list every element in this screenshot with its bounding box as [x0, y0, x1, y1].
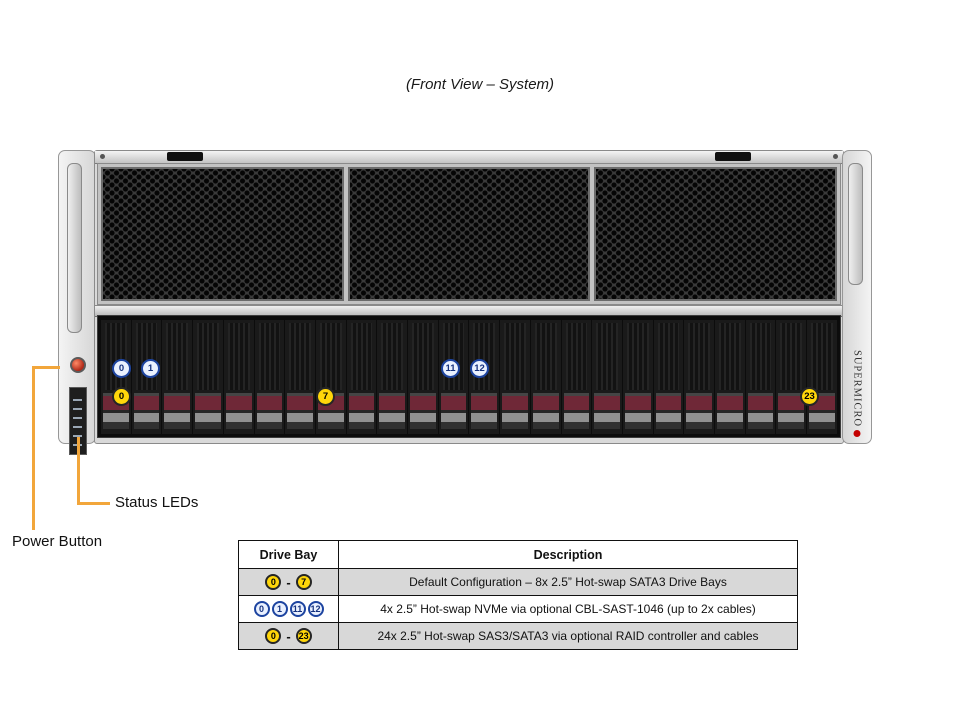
- drive-bay: [530, 320, 561, 434]
- status-led-icons: [73, 392, 82, 448]
- chassis-body: [94, 150, 844, 444]
- drive-bay: [223, 320, 254, 434]
- table-badge-23: 23: [295, 628, 312, 644]
- sata-bay-badge-7: 7: [316, 387, 335, 406]
- left-rack-ear: [58, 150, 96, 455]
- callout-line-status-horizontal: [77, 502, 110, 505]
- right-handle: [848, 163, 863, 285]
- drive-bay-section: [97, 315, 841, 438]
- left-handle: [67, 163, 82, 333]
- table-badge-nvme-1: 1: [271, 601, 288, 617]
- power-button: [70, 357, 86, 373]
- drive-bay: [469, 320, 500, 434]
- screw-icon: [100, 154, 105, 159]
- table-header-row: Drive Bay Description: [239, 541, 797, 568]
- drive-bay: [193, 320, 223, 434]
- latch-right: [715, 152, 751, 161]
- drive-bay: [162, 320, 193, 434]
- drive-bay: [101, 320, 131, 434]
- table-row-nvme: 0 1 11 12 4x 2.5” Hot-swap NVMe via opti…: [239, 595, 797, 622]
- table-badge-0: 0: [265, 574, 282, 590]
- drive-bay: [408, 320, 438, 434]
- table-description-nvme: 4x 2.5” Hot-swap NVMe via optional CBL-S…: [380, 602, 756, 616]
- nvme-bay-badge-0: 0: [112, 359, 131, 378]
- nvme-bay-badge-1: 1: [141, 359, 160, 378]
- figure-title: (Front View – System): [405, 76, 555, 93]
- power-button-label: Power Button: [12, 533, 103, 550]
- nvme-bay-badge-11: 11: [441, 359, 460, 378]
- fan-grille-section: [97, 163, 841, 305]
- callout-line-power-vertical: [32, 366, 35, 530]
- server-chassis: SUPERMICRO 0 1 11 12 0 7 23: [58, 148, 872, 455]
- latch-left: [167, 152, 203, 161]
- sata-bay-badge-0: 0: [112, 387, 131, 406]
- drive-bay-range-sas: 0 - 23: [239, 623, 339, 649]
- drive-bay: [684, 320, 715, 434]
- drive-bay-range-sata: 0 - 7: [239, 569, 339, 595]
- brand-dot-icon: [853, 430, 861, 437]
- drive-bay: [745, 320, 776, 434]
- table-badge-nvme-0: 0: [253, 601, 270, 617]
- right-rack-ear: SUPERMICRO: [842, 150, 872, 444]
- status-leds-label: Status LEDs: [115, 494, 199, 511]
- table-description-sata: Default Configuration – 8x 2.5” Hot-swap…: [409, 575, 727, 589]
- drive-bay: [346, 320, 377, 434]
- table-badge-nvme-12: 12: [307, 601, 324, 617]
- fan-grille-panel-1: [101, 167, 344, 301]
- callout-line-power-horizontal: [32, 366, 60, 369]
- drive-bay: [776, 320, 807, 434]
- table-row-sata: 0 - 7 Default Configuration – 8x 2.5” Ho…: [239, 568, 797, 595]
- fan-grille-panel-3: [594, 167, 838, 301]
- table-badge-7: 7: [295, 574, 312, 590]
- drive-bay: [807, 320, 837, 434]
- drive-bay: [592, 320, 622, 434]
- screw-icon: [833, 154, 838, 159]
- fan-grille-panel-2: [347, 167, 591, 301]
- callout-line-status-vertical: [77, 437, 80, 505]
- drive-bay: [622, 320, 653, 434]
- drive-bay: [315, 320, 346, 434]
- table-description-sas: 24x 2.5” Hot-swap SAS3/SATA3 via optiona…: [377, 629, 759, 643]
- drive-bay-row: [101, 320, 837, 434]
- table-badge-0b: 0: [265, 628, 282, 644]
- table-row-sas: 0 - 23 24x 2.5” Hot-swap SAS3/SATA3 via …: [239, 622, 797, 649]
- table-header-drive-bay: Drive Bay: [239, 541, 339, 568]
- drive-bay: [561, 320, 592, 434]
- drive-bay: [715, 320, 745, 434]
- nvme-bay-badge-12: 12: [470, 359, 489, 378]
- supermicro-logo: SUPERMICRO: [851, 349, 863, 427]
- drive-bay: [377, 320, 408, 434]
- drive-bay: [254, 320, 285, 434]
- drive-bay: [653, 320, 684, 434]
- range-dash: -: [286, 574, 291, 590]
- drive-bay: [500, 320, 530, 434]
- drive-bay: [285, 320, 315, 434]
- table-badge-nvme-11: 11: [289, 601, 306, 617]
- drive-bay-list-nvme: 0 1 11 12: [239, 596, 339, 622]
- range-dash: -: [286, 628, 291, 644]
- drive-bay-table: Drive Bay Description 0 - 7 Default Conf…: [238, 540, 798, 650]
- table-header-description: Description: [533, 547, 603, 562]
- sas-bay-badge-23: 23: [800, 387, 819, 406]
